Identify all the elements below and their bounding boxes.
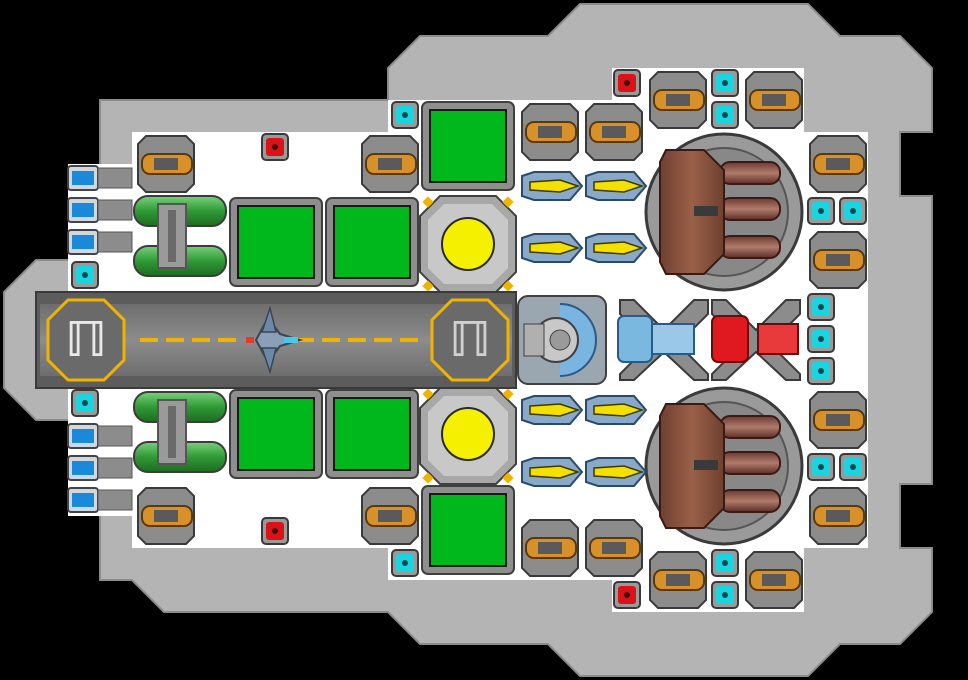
- shield-emitter-icon: [517, 295, 607, 385]
- shield-emitter-icon: [807, 453, 835, 481]
- reactor-bottom: [419, 387, 517, 485]
- cargo-room: [325, 197, 419, 287]
- shield-emitter-icon: [839, 453, 867, 481]
- missile-launcher-icon: [521, 457, 584, 487]
- shield-emitter: [517, 295, 607, 385]
- thruster-icon: [67, 165, 133, 191]
- rail-turret-icon: [711, 299, 801, 381]
- shield-emitter-icon: [391, 549, 419, 577]
- thruster-icon: [67, 487, 133, 513]
- cargo-room: [421, 485, 515, 575]
- shield-emitter-icon: [391, 101, 419, 129]
- gun-turret-icon: [137, 487, 195, 545]
- thrusters-bottom: [67, 423, 133, 513]
- missile-launcher-icon: [521, 171, 584, 201]
- large-turret-top: [644, 132, 804, 292]
- cyan-lights: [71, 69, 867, 609]
- gun-turret-icon: [644, 132, 804, 292]
- gun-turret-icon: [809, 135, 867, 193]
- runway-stripes: [140, 338, 418, 342]
- thruster-icon: [67, 423, 133, 449]
- gun-turret-icon: [649, 551, 707, 609]
- gun-turret-icon: [361, 135, 419, 193]
- missile-launcher-icon: [585, 171, 648, 201]
- red-beacons: [261, 69, 641, 609]
- thrusters-top: [67, 165, 133, 255]
- fuel-tank-icon: [133, 195, 227, 277]
- beacon-icon: [261, 133, 289, 161]
- cargo-rooms: [229, 101, 515, 575]
- gun-turret-icon: [745, 71, 803, 129]
- large-turret-bottom: [644, 386, 804, 546]
- gun-turret-icon: [521, 519, 579, 577]
- gun-turret-icon: [585, 103, 643, 161]
- missile-launcher-icon: [585, 395, 648, 425]
- shield-emitter-icon: [711, 549, 739, 577]
- landing-pad-right-label: ℿ: [449, 312, 491, 368]
- fuel-tanks-top: [133, 195, 227, 277]
- gun-turret-icon: [809, 487, 867, 545]
- thruster-icon: [67, 229, 133, 255]
- cargo-room: [421, 101, 515, 191]
- thruster-icon: [67, 455, 133, 481]
- rail-turret-blue: [617, 299, 709, 381]
- hangar-bay: [35, 291, 517, 389]
- beacon-icon: [613, 69, 641, 97]
- missile-launcher-icon: [585, 457, 648, 487]
- reactor-icon: [419, 387, 517, 485]
- beacon-icon: [613, 581, 641, 609]
- beacon-icon: [261, 517, 289, 545]
- gun-turret-icon: [644, 386, 804, 546]
- gun-turret-icon: [809, 231, 867, 289]
- reactor-top: [419, 195, 517, 293]
- fuel-tank-icon: [133, 391, 227, 473]
- missile-launchers: [521, 171, 648, 487]
- shield-emitter-icon: [711, 101, 739, 129]
- landing-pad-icon: [430, 298, 510, 382]
- cargo-room: [229, 197, 323, 287]
- landing-pad-left-label: ℿ: [65, 312, 107, 368]
- fuel-tanks-bottom: [133, 391, 227, 473]
- gun-turret-icon: [361, 487, 419, 545]
- gun-turret-icon: [137, 135, 195, 193]
- thruster-icon: [67, 197, 133, 223]
- shield-emitter-icon: [71, 261, 99, 289]
- shield-emitter-icon: [807, 325, 835, 353]
- shield-emitter-icon: [71, 389, 99, 417]
- landing-pad-icon: [46, 298, 126, 382]
- shield-emitter-icon: [807, 197, 835, 225]
- rail-turret-icon: [617, 299, 709, 381]
- gun-turret-icon: [745, 551, 803, 609]
- shield-emitter-icon: [807, 293, 835, 321]
- missile-launcher-icon: [585, 233, 648, 263]
- missile-launcher-icon: [521, 395, 584, 425]
- rail-turret-red: [711, 299, 801, 381]
- gun-turret-icon: [521, 103, 579, 161]
- fighter-ship-icon: [246, 305, 304, 375]
- missile-launcher-icon: [521, 233, 584, 263]
- cargo-room: [325, 389, 419, 479]
- shield-emitter-icon: [839, 197, 867, 225]
- shield-emitter-icon: [711, 69, 739, 97]
- reactor-icon: [419, 195, 517, 293]
- cargo-room: [229, 389, 323, 479]
- gun-turret-icon: [809, 391, 867, 449]
- small-guns: [137, 71, 867, 609]
- gun-turret-icon: [649, 71, 707, 129]
- shield-emitter-icon: [711, 581, 739, 609]
- gun-turret-icon: [585, 519, 643, 577]
- shield-emitter-icon: [807, 357, 835, 385]
